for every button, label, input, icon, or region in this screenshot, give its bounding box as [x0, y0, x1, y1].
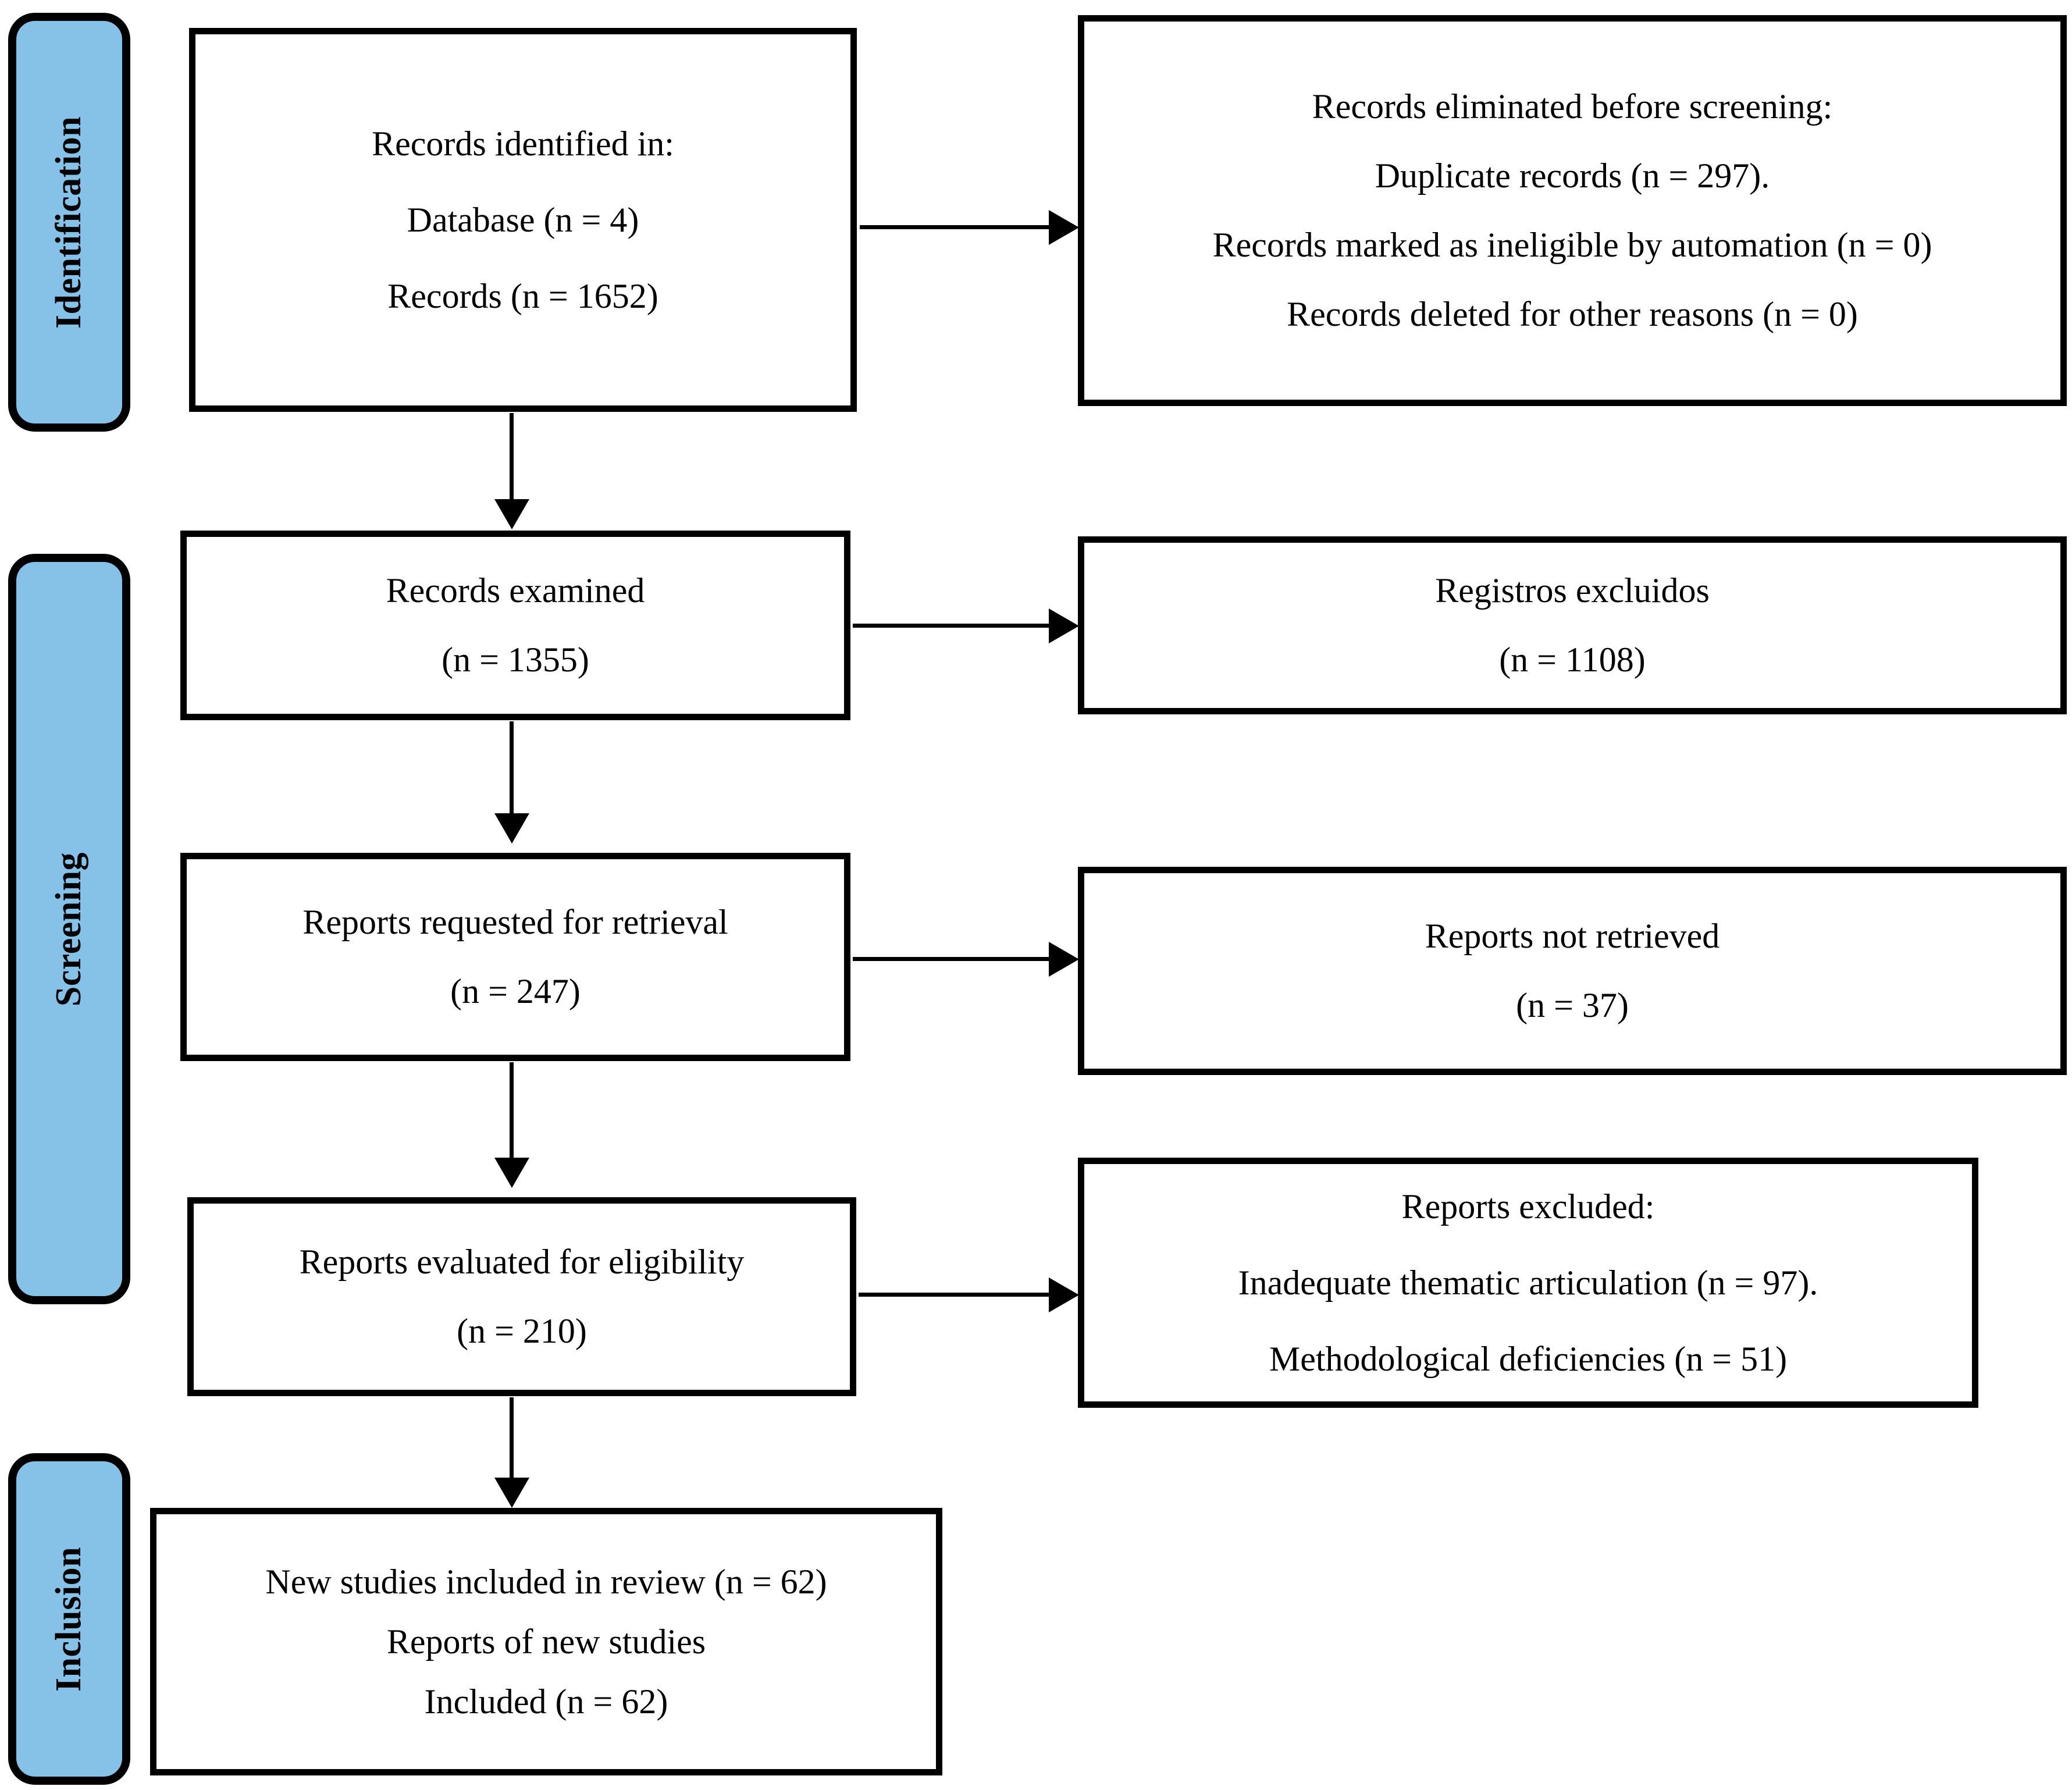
- box-registros-excluidos-line-1: Registros excluidos: [1435, 571, 1710, 610]
- box-records-identified-line-2: Database (n = 4): [407, 200, 639, 239]
- box-records-examined-line-1: Records examined: [386, 571, 645, 610]
- box-records-eliminated-line-3: Records marked as ineligible by automati…: [1212, 226, 1932, 264]
- box-new-studies-included-line-2: Reports of new studies: [386, 1622, 706, 1661]
- phase-tab-inclusion: Inclusion: [8, 1453, 130, 1785]
- phase-tab-identification: Identification: [8, 13, 130, 432]
- box-registros-excluidos-line-2: (n = 1108): [1499, 640, 1646, 679]
- box-reports-excluded-line-3: Methodological deficiencies (n = 51): [1269, 1339, 1788, 1378]
- box-records-identified-line-1: Records identified in:: [372, 124, 674, 163]
- box-records-examined: Records examined (n = 1355): [180, 531, 850, 720]
- box-reports-not-retrieved: Reports not retrieved (n = 37): [1078, 867, 2067, 1075]
- box-records-examined-line-2: (n = 1355): [442, 640, 589, 679]
- box-reports-not-retrieved-line-2: (n = 37): [1516, 986, 1629, 1024]
- phase-tab-identification-label: Identification: [49, 116, 89, 329]
- box-records-eliminated-before-screening: Records eliminated before screening: Dup…: [1078, 15, 2067, 406]
- phase-tab-screening-label: Screening: [49, 852, 89, 1006]
- phase-tab-screening: Screening: [8, 554, 130, 1304]
- box-records-eliminated-line-4: Records deleted for other reasons (n = 0…: [1287, 295, 1858, 333]
- box-new-studies-included: New studies included in review (n = 62) …: [150, 1508, 942, 1775]
- box-reports-requested-line-1: Reports requested for retrieval: [302, 903, 728, 941]
- box-reports-excluded-line-2: Inadequate thematic articulation (n = 97…: [1238, 1263, 1818, 1302]
- box-reports-excluded-line-1: Reports excluded:: [1401, 1187, 1655, 1226]
- box-reports-excluded: Reports excluded: Inadequate thematic ar…: [1078, 1158, 1978, 1408]
- box-reports-not-retrieved-line-1: Reports not retrieved: [1425, 917, 1720, 955]
- box-records-identified-line-3: Records (n = 1652): [387, 276, 658, 315]
- box-new-studies-included-line-3: Included (n = 62): [424, 1682, 668, 1721]
- box-reports-requested: Reports requested for retrieval (n = 247…: [180, 853, 850, 1061]
- box-registros-excluidos: Registros excluidos (n = 1108): [1078, 536, 2067, 714]
- box-reports-requested-line-2: (n = 247): [450, 972, 581, 1010]
- box-reports-evaluated-line-2: (n = 210): [457, 1312, 587, 1350]
- box-new-studies-included-line-1: New studies included in review (n = 62): [265, 1562, 827, 1601]
- box-records-identified: Records identified in: Database (n = 4) …: [189, 28, 857, 412]
- box-records-eliminated-line-1: Records eliminated before screening:: [1312, 87, 1833, 126]
- box-reports-evaluated: Reports evaluated for eligibility (n = 2…: [187, 1197, 856, 1396]
- box-reports-evaluated-line-1: Reports evaluated for eligibility: [299, 1243, 745, 1281]
- box-records-eliminated-line-2: Duplicate records (n = 297).: [1375, 156, 1770, 195]
- phase-tab-inclusion-label: Inclusion: [49, 1546, 89, 1692]
